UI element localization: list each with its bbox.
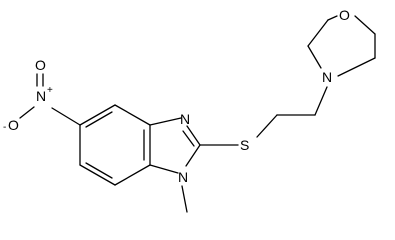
bond-inner-c6-c5 (85, 162, 113, 179)
atom-n-nitro: N (36, 88, 46, 104)
atom-n-imidazole-3: N (180, 111, 190, 127)
molecule-structure: O N S N N N + O O - (3, 7, 376, 213)
bond-o-c-right (354, 15, 376, 35)
atom-s-thioether: S (240, 137, 249, 153)
bond-c3-c3a (114, 104, 151, 126)
bond-c2-n1 (185, 144, 201, 167)
bond-c7-c6 (114, 164, 151, 186)
bond-s-ch2 (256, 114, 278, 138)
atom-o-morpholine: O (339, 7, 350, 23)
bond-c-lower-n-morph (337, 57, 376, 77)
bond-c6-c5 (79, 164, 116, 186)
structure-canvas: O N S N N N + O O - (3, 7, 376, 213)
bond-c4-c3 (79, 104, 116, 126)
bond-c-left-c-upper (307, 19, 329, 47)
bond-c5-n-nitro (51, 107, 81, 126)
bond-n3-c2-double (182, 130, 195, 147)
bond-c-upper-o (327, 15, 338, 21)
atom-o-nitro-double: O (35, 57, 46, 73)
bond-n1-c7a (149, 164, 179, 174)
charge-n-nitro-plus: + (47, 85, 53, 96)
bond-c3a-n3 (149, 117, 182, 126)
bond-n-nitro-o-neg (19, 106, 35, 119)
atom-n-imidazole-1: N (178, 169, 188, 185)
bond-n-morph-c-left (307, 45, 322, 69)
atom-n-morpholine: N (322, 69, 332, 85)
bond-inner-c4-c3 (85, 111, 113, 128)
bond-ch2-n-morph (314, 86, 328, 116)
bond-n1-methyl (181, 185, 188, 213)
atom-o-nitro-negative: O (8, 117, 19, 133)
charge-o-nitro-minus: - (3, 122, 6, 133)
bond-n3-c2 (186, 125, 201, 146)
